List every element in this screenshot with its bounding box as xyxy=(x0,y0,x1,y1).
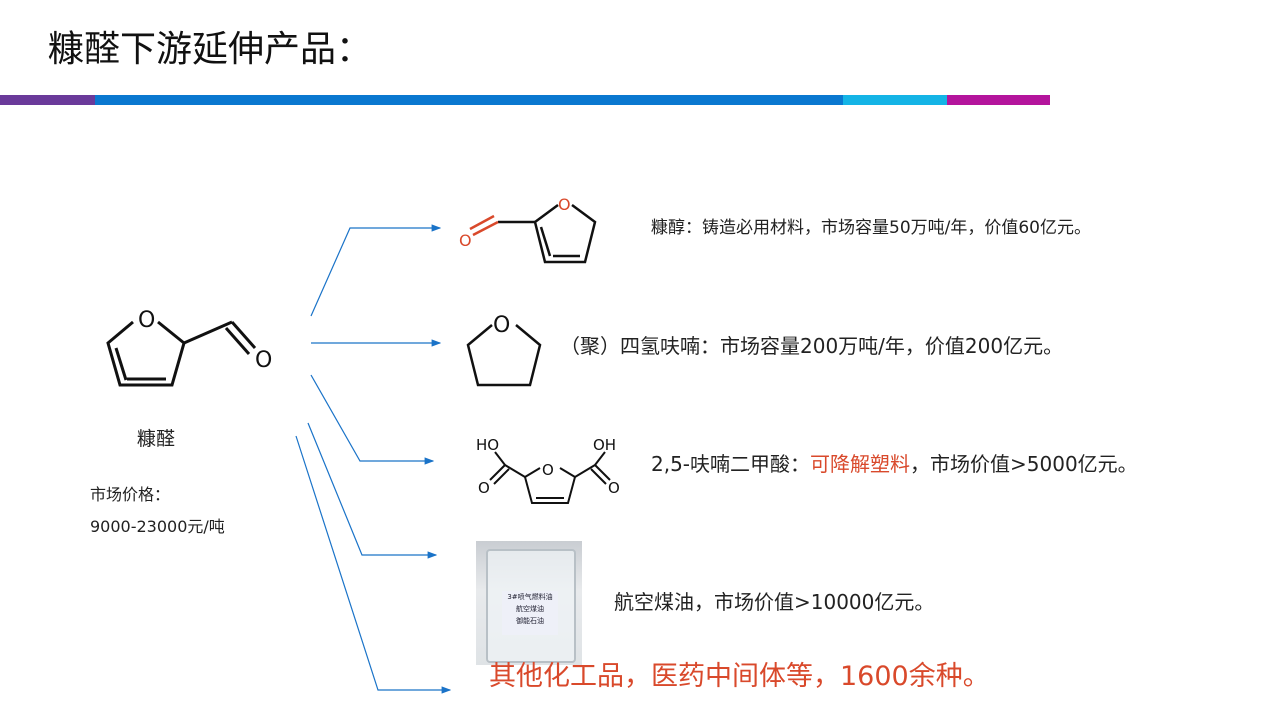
photo-label-line: 航空煤油 xyxy=(516,605,544,613)
thf-structure xyxy=(466,324,542,387)
title-bar-blue xyxy=(95,95,843,105)
svg-text:O: O xyxy=(478,479,490,497)
price-label: 市场价格： xyxy=(90,485,171,504)
price-value: 9000-23000元/吨 xyxy=(90,517,225,536)
photo-label-line: 3#喷气燃料油 xyxy=(507,593,553,601)
svg-text:O: O xyxy=(542,461,554,479)
arrow-1 xyxy=(310,224,442,317)
product-jetfuel-text: 航空煤油，市场价值>10000亿元。 xyxy=(614,590,935,614)
jet-fuel-photo: 3#喷气燃料油 航空煤油 御能石油 xyxy=(476,541,582,665)
arrow-3 xyxy=(310,374,435,465)
title-bar-magenta xyxy=(947,95,1050,105)
atom-o-2: O xyxy=(459,231,472,250)
product-furfuryl-text: 糠醇：铸造必用材料，市场容量50万吨/年，价值60亿元。 xyxy=(651,218,1091,238)
fdca-structure xyxy=(489,451,611,504)
arrow-4 xyxy=(307,422,438,559)
furfural-product-structure xyxy=(469,203,597,264)
title-bar-cyan xyxy=(843,95,947,105)
label-ho: HO xyxy=(476,436,499,454)
product-thf-text: （聚）四氢呋喃：市场容量200万吨/年，价值200亿元。 xyxy=(560,334,1064,358)
label-oh: OH xyxy=(593,436,616,454)
arrow-5 xyxy=(295,435,452,694)
furfural-structure xyxy=(106,320,257,387)
svg-text:O: O xyxy=(255,348,272,373)
atom-o-1: O xyxy=(558,195,571,214)
svg-text:O: O xyxy=(608,479,620,497)
page-title: 糠醛下游延伸产品： xyxy=(48,29,373,70)
photo-label-line: 御能石油 xyxy=(516,617,544,625)
highlight-degradable: 可降解塑料 xyxy=(810,452,911,476)
atom-o-3: O xyxy=(493,313,510,338)
source-name: 糠醛 xyxy=(137,428,176,450)
product-other-text: 其他化工品，医药中间体等，1600余种。 xyxy=(489,661,990,692)
title-bar-purple xyxy=(0,95,95,105)
product-fdca-text: 2,5-呋喃二甲酸：可降解塑料，市场价值>5000亿元。 xyxy=(651,452,1138,476)
svg-text:O: O xyxy=(138,308,155,333)
